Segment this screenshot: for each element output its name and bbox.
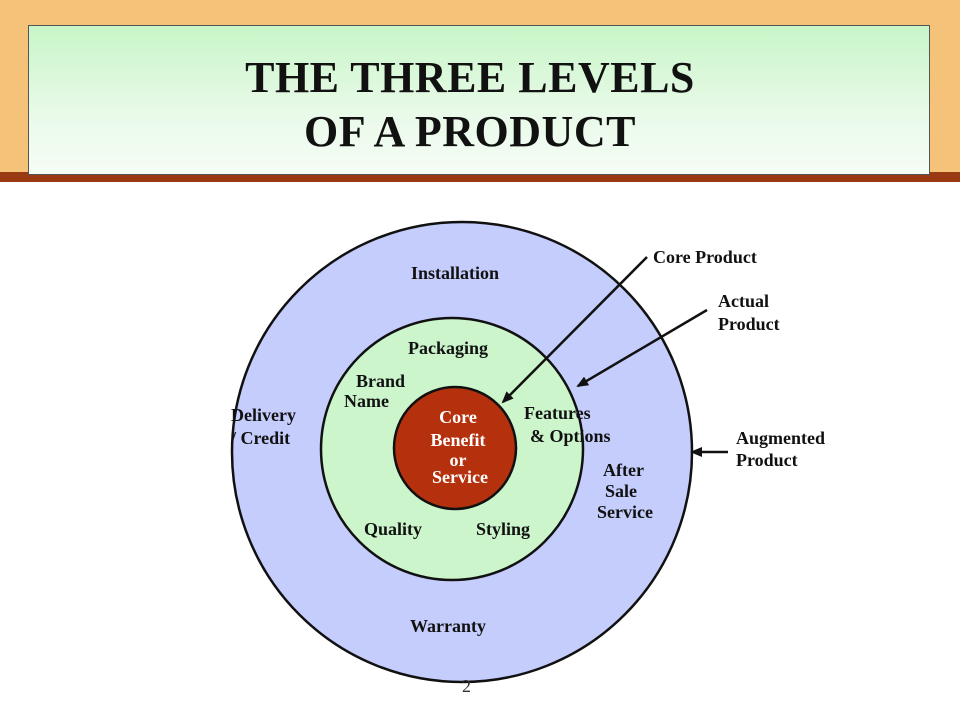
core-product-arrow <box>501 256 648 404</box>
actual-product-callout-line-1: Actual <box>718 291 769 311</box>
core-benefit-ring <box>392 385 518 511</box>
quality-label: Quality <box>364 519 422 539</box>
warranty-label: Warranty <box>410 616 486 636</box>
actual-product-callout-line-2: Product <box>718 314 780 334</box>
after-sale-label-line-3: Service <box>597 502 653 522</box>
features-label-line-1: Features <box>524 403 591 423</box>
delivery-label-line-1: Delivery <box>231 405 296 425</box>
core-label-line-1: Core <box>439 407 477 427</box>
features-label-line-2: & Options <box>530 426 611 446</box>
core-product-callout-label: Core Product <box>653 247 757 267</box>
augmented-product-callout-line-1: Augmented <box>736 428 825 448</box>
styling-label: Styling <box>476 519 530 539</box>
after-sale-label-line-1: After <box>603 460 644 480</box>
page-number: 2 <box>462 676 471 696</box>
page-title-line-2: OF A PRODUCT <box>304 107 636 156</box>
core-label-line-4: Service <box>432 467 488 487</box>
delivery-label-line-2: / Credit <box>230 428 290 448</box>
title-box: THE THREE LEVELS OF A PRODUCT <box>28 25 930 175</box>
packaging-label: Packaging <box>408 338 488 358</box>
page-title-line-1: THE THREE LEVELS <box>245 53 695 102</box>
actual-product-arrow <box>576 308 708 388</box>
augmented-product-callout-line-2: Product <box>736 450 798 470</box>
core-label-line-2: Benefit <box>431 430 486 450</box>
installation-label: Installation <box>411 263 499 283</box>
brand-name-label-line-1: Brand <box>356 371 405 391</box>
header-rule <box>0 172 960 182</box>
core-label-line-3: or <box>450 450 467 470</box>
brand-name-label-line-2: Name <box>344 391 389 411</box>
after-sale-label-line-2: Sale <box>605 481 637 501</box>
